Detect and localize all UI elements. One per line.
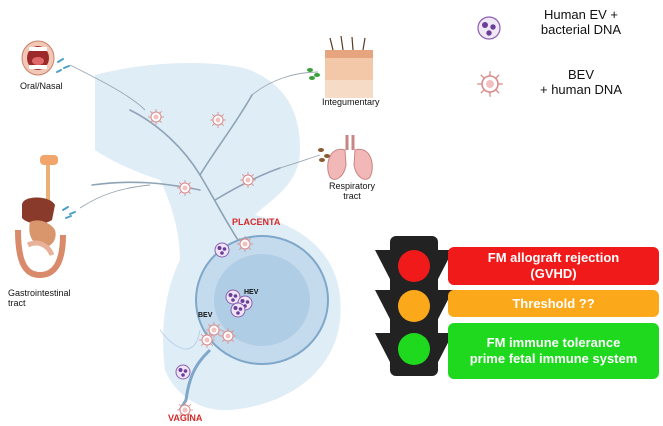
legend-bev-label: BEV+ human DNA	[539, 67, 622, 97]
bev-icon	[209, 111, 227, 129]
threshold-box: Threshold ??	[448, 290, 659, 317]
connector-lines	[69, 64, 321, 209]
vagina-label: VAGINA	[168, 413, 203, 423]
bacteria-icon	[307, 68, 320, 80]
green-light	[398, 333, 430, 365]
legend-hev-label: Human EV +bacterial DNA	[540, 7, 622, 37]
amber-light	[398, 290, 430, 322]
gi-tract-icon	[15, 155, 66, 279]
bev-icon	[198, 331, 216, 349]
traffic-light	[375, 236, 453, 376]
hev-label: HEV	[244, 289, 259, 296]
red-light	[398, 250, 430, 282]
birth-canal	[178, 348, 212, 411]
hev-icon	[175, 364, 191, 380]
oral-nasal-label: Oral/Nasal	[20, 81, 63, 91]
hev-icon	[214, 242, 230, 258]
bev-icon	[147, 108, 165, 126]
mouth-icon	[21, 40, 55, 76]
bacteria-icon	[62, 206, 76, 219]
bev-icon	[239, 171, 257, 189]
bacteria-icon	[318, 148, 330, 162]
rejection-box: FM allograft rejection(GVHD)	[448, 247, 659, 285]
bev-icon	[236, 235, 254, 253]
lungs-icon	[327, 135, 373, 180]
bacteria-icon	[56, 58, 70, 73]
fetus	[214, 254, 310, 346]
legend-hev-icon	[477, 16, 501, 40]
integumentary-label: Integumentary	[322, 97, 380, 107]
placenta-label: PLACENTA	[232, 217, 281, 227]
skin-icon	[325, 35, 373, 98]
bev-icon	[176, 179, 194, 197]
bev-label: BEV	[198, 312, 213, 319]
bev-icon	[219, 327, 237, 345]
hev-icon	[230, 302, 246, 318]
legend-bev-icon	[476, 70, 504, 98]
